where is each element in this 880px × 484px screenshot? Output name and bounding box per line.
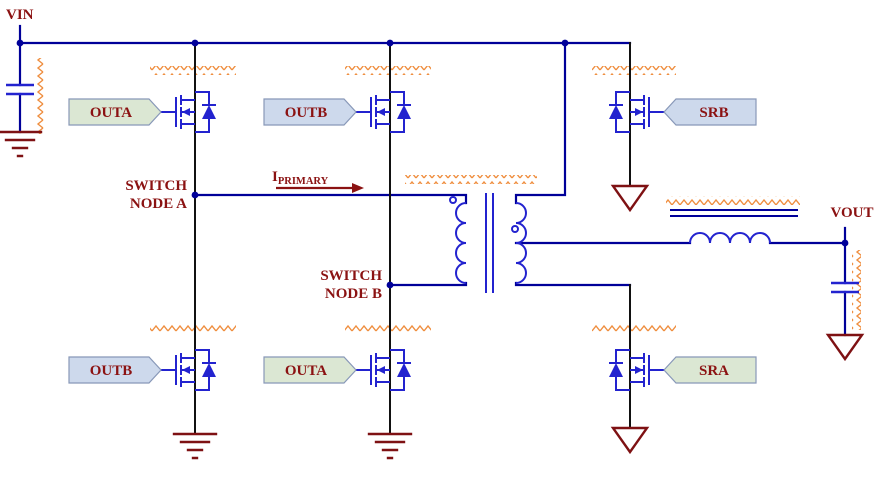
secondary-top-wire: [514, 41, 567, 205]
output-inductor: [689, 232, 771, 244]
vin-label: VIN: [6, 7, 34, 23]
transformer-core: [485, 193, 494, 293]
output-capacitor: [831, 281, 859, 294]
sra-ground-icon: [611, 426, 649, 454]
tag-sra: [663, 356, 757, 384]
fet-outa-low: [355, 339, 412, 401]
secondary-winding: [515, 202, 527, 284]
fet-outb-low: [160, 339, 217, 401]
switch-node-b-wire: [388, 281, 468, 287]
leg-a-ground-icon: [172, 432, 218, 460]
srb-ground-icon: [611, 184, 649, 212]
squiggle-input-cap: [36, 58, 45, 134]
tag-srb: [663, 98, 757, 126]
squiggle-output-cap: [852, 250, 861, 330]
fet-sra: [608, 339, 665, 401]
tag-outa-low: [263, 356, 357, 384]
junction-dots: [16, 39, 849, 289]
tag-outb-low: [68, 356, 162, 384]
squiggle-inductor: [666, 196, 800, 205]
fet-srb: [608, 81, 665, 143]
capacitors: [6, 83, 859, 294]
switch-node-a-wire: [193, 193, 468, 205]
i-primary-label: IPRIMARY: [272, 169, 329, 187]
fet-outa-high: [160, 81, 217, 143]
secondary-polarity-dot: [511, 225, 519, 233]
squiggle-transformer: [405, 175, 537, 184]
junction-rail-b: [386, 39, 394, 47]
switch-node-a-label-line1: SWITCH: [125, 178, 187, 194]
squiggle-fet-srb: [592, 66, 676, 75]
squiggle-fet-outa-high: [150, 66, 236, 75]
junction-switch-node-b: [386, 281, 394, 289]
switch-node-b-label-line2: NODE B: [325, 286, 382, 302]
vout-ground-icon: [826, 333, 864, 361]
highlight-squiggles: [36, 58, 861, 333]
switch-node-b-label-line1: SWITCH: [320, 268, 382, 284]
input-ground-icon: [0, 130, 43, 158]
leg-b-ground-icon: [367, 432, 413, 460]
input-capacitor: [6, 83, 34, 96]
squiggle-fet-outb-low: [150, 324, 236, 333]
squiggle-fet-sra: [592, 324, 676, 333]
fet-outb-high: [355, 81, 412, 143]
vout-wire: [768, 226, 847, 285]
tag-outb-low-label: OUTB: [90, 363, 133, 379]
squiggle-fet-outa-low: [345, 324, 431, 333]
tag-srb-label: SRB: [699, 105, 728, 121]
primary-current-annotation: IPRIMARY: [272, 169, 364, 193]
tag-outb-high: [263, 98, 357, 126]
switch-node-a-label-line2: NODE A: [130, 196, 187, 212]
secondary-bottom-wire: [514, 281, 632, 287]
fet-stubs: [194, 42, 631, 435]
primary-polarity-dot: [449, 196, 457, 204]
junction-rail-a: [191, 39, 199, 47]
tag-sra-label: SRA: [699, 363, 729, 379]
transformer: [449, 193, 527, 293]
tag-outb-high-label: OUTB: [285, 105, 328, 121]
tag-outa-high-label: OUTA: [90, 105, 132, 121]
primary-winding: [455, 202, 467, 284]
tag-outa-low-label: OUTA: [285, 363, 327, 379]
junction-switch-node-a: [191, 191, 199, 199]
i-primary-arrowhead: [352, 183, 364, 193]
tag-outa-high: [68, 98, 162, 126]
node-labels: VIN VOUT SWITCH NODE A SWITCH NODE B: [6, 7, 874, 302]
junction-vout: [841, 239, 849, 247]
mosfets: [160, 81, 665, 401]
signal-tags: OUTA OUTB OUTB OUTA SRB SRA: [68, 98, 757, 384]
junction-vin: [16, 39, 24, 47]
vout-label: VOUT: [830, 205, 873, 221]
inductor-bar-lines: [670, 209, 798, 217]
squiggle-fet-outb-high: [345, 66, 431, 75]
junction-secondary-top: [561, 39, 569, 47]
